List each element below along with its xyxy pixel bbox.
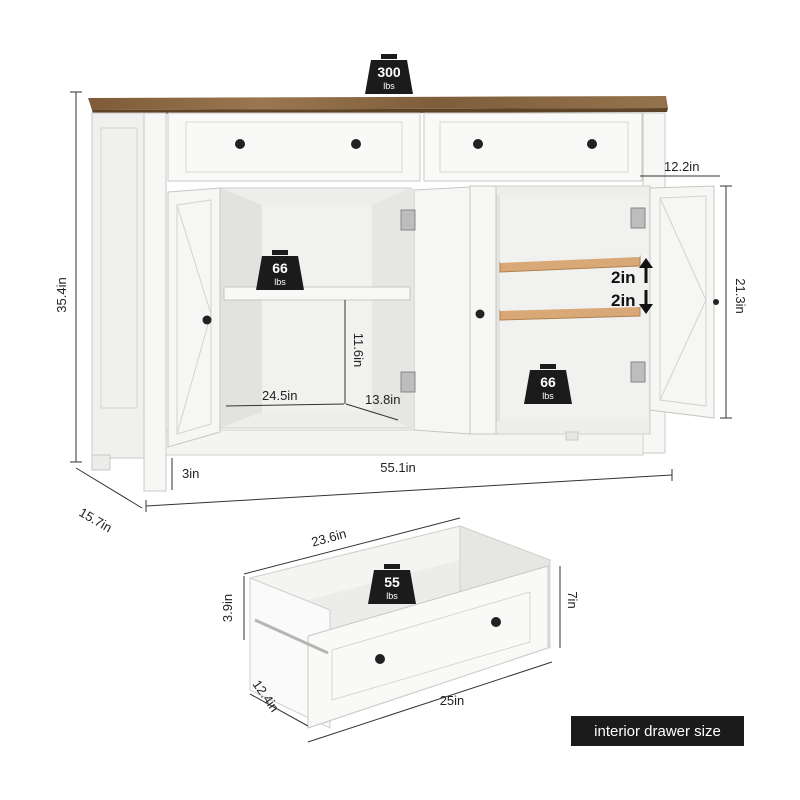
left-shelf — [223, 286, 411, 301]
cabinet-height-label: 21.3in — [733, 278, 748, 313]
caption-badge: interior drawer size — [571, 716, 744, 746]
drawer-front-left[interactable] — [167, 112, 421, 182]
shelf-depth-label: 13.8in — [365, 392, 400, 407]
weight-badge-shelf-left: 66 lbs — [256, 250, 304, 290]
adjust-arrow-up — [639, 258, 653, 283]
drawer-dimension-lines — [243, 517, 561, 743]
depth-label: 15.7in — [77, 505, 115, 536]
sideboard — [88, 96, 719, 492]
left-door[interactable] — [167, 187, 221, 448]
right-door[interactable] — [649, 185, 715, 419]
shelf-adjust-down-label: 2in — [611, 291, 636, 310]
center-left-door[interactable] — [413, 186, 471, 435]
weight-badge-drawer-value: 55 — [384, 574, 400, 590]
left-back-leg — [91, 454, 111, 471]
drawer-interior-height-label: 3.9in — [220, 594, 235, 622]
drawer-knob-left[interactable] — [235, 139, 245, 149]
height-label: 35.4in — [54, 277, 69, 312]
weight-badge-top: 300 lbs — [365, 54, 413, 94]
wood-top — [88, 96, 668, 110]
shelf-width-label: 24.5in — [262, 388, 297, 403]
weight-badge-shelf-right: 66 lbs — [524, 364, 572, 404]
drawer-front-right[interactable] — [423, 112, 643, 182]
width-label: 55.1in — [380, 460, 415, 475]
weight-badge-top-value: 300 — [377, 64, 401, 80]
dimension-lines — [70, 91, 732, 512]
weight-badge-drawer-unit: lbs — [386, 591, 398, 601]
cabinet-depth-label: 12.2in — [664, 159, 699, 174]
left-front-leg — [143, 112, 167, 492]
weight-badge-shelf-right-value: 66 — [540, 374, 556, 390]
drawer-knob[interactable] — [375, 654, 385, 664]
weight-badge-shelf-right-unit: lbs — [542, 391, 554, 401]
shelf-adjust-up-label: 2in — [611, 268, 636, 287]
drawer-outer-width-label: 25in — [440, 693, 465, 708]
weight-badge-top-unit: lbs — [383, 81, 395, 91]
weight-badge-drawer: 55 lbs — [368, 564, 416, 604]
adjust-arrow-down — [639, 290, 653, 314]
center-right-door[interactable] — [469, 185, 497, 435]
left-side-panel — [91, 112, 145, 459]
drawer-front[interactable] — [307, 565, 549, 729]
drawer-interior-width-label: 23.6in — [310, 526, 348, 550]
shelf-clearance-label: 11.6in — [351, 333, 366, 367]
drawer-outer-height-label: 7in — [565, 591, 580, 608]
weight-badge-shelf-left-unit: lbs — [274, 277, 286, 287]
weight-badge-shelf-left-value: 66 — [272, 260, 288, 276]
leg-height-label: 3in — [182, 466, 199, 481]
drawer-knob-right[interactable] — [473, 139, 483, 149]
drawer-illustration — [249, 525, 551, 729]
